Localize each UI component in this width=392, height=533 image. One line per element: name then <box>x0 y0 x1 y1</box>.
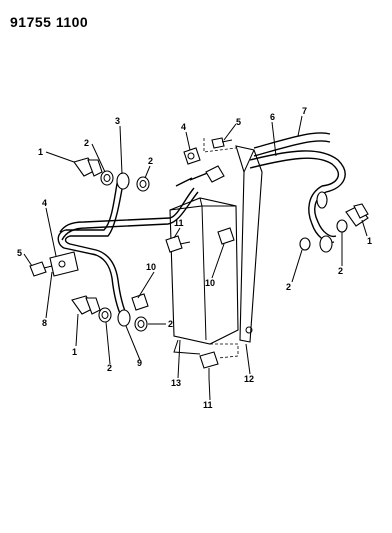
callout-2-bottom: 2 <box>107 363 112 373</box>
callout-7: 7 <box>302 106 307 116</box>
fitting-connector-top <box>73 157 103 177</box>
callout-2-far: 2 <box>286 282 291 292</box>
bracket-fitting <box>205 165 225 183</box>
callout-2-right: 2 <box>338 266 343 276</box>
callout-6: 6 <box>270 112 275 122</box>
callout-1-bottom: 1 <box>72 347 77 357</box>
fitting-connector-right <box>345 203 369 227</box>
callout-4-left: 4 <box>42 198 47 208</box>
cooler-bolt-bottom <box>199 351 219 378</box>
diagram-title: 91755 1100 <box>10 14 89 30</box>
tube-nut-top <box>116 172 130 190</box>
callout-10-left: 10 <box>146 262 156 272</box>
bolt-guide-bottom <box>210 343 239 359</box>
callout-12: 12 <box>244 374 254 384</box>
washer-bottom <box>98 307 112 323</box>
clamp-guide-top <box>203 138 237 153</box>
callout-5-left: 5 <box>17 248 22 258</box>
callout-labels: 1 2 3 2 4 5 6 7 4 5 8 11 10 10 1 2 2 1 2… <box>17 106 372 410</box>
cooler-nut-right <box>217 227 235 245</box>
cooler-bolt-top <box>165 235 191 253</box>
washer-mid <box>136 176 150 192</box>
mounting-bracket <box>235 145 263 343</box>
callout-2-top: 2 <box>84 138 89 148</box>
fitting-connector-bottom <box>71 295 101 315</box>
callout-8: 8 <box>42 318 47 328</box>
tube-nut-bottom <box>117 309 131 327</box>
callout-5-top: 5 <box>236 117 241 127</box>
callout-2-cooler: 2 <box>168 319 173 329</box>
callout-4-top: 4 <box>181 122 186 132</box>
callout-1-left: 1 <box>38 147 43 157</box>
washer-top <box>100 170 114 186</box>
callout-13: 13 <box>171 378 181 388</box>
tube-clamp-left <box>49 251 79 277</box>
cooler-nut-left <box>131 293 149 311</box>
clamp-bolt-top <box>211 137 233 149</box>
clamp-bolt-left <box>29 261 53 277</box>
cooler-hoses <box>249 132 346 253</box>
washer-right-far <box>336 219 348 233</box>
callout-10-right: 10 <box>205 278 215 288</box>
washer-cooler <box>134 316 148 332</box>
callout-9: 9 <box>137 358 142 368</box>
callout-2-mid: 2 <box>148 156 153 166</box>
callout-11-top: 11 <box>174 218 184 228</box>
callout-3: 3 <box>115 116 120 126</box>
washer-right <box>299 237 311 251</box>
leader-lines <box>23 115 368 401</box>
callout-1-right: 1 <box>367 236 372 246</box>
callout-11-bottom: 11 <box>203 400 213 410</box>
tube-clamp-top <box>183 147 201 165</box>
